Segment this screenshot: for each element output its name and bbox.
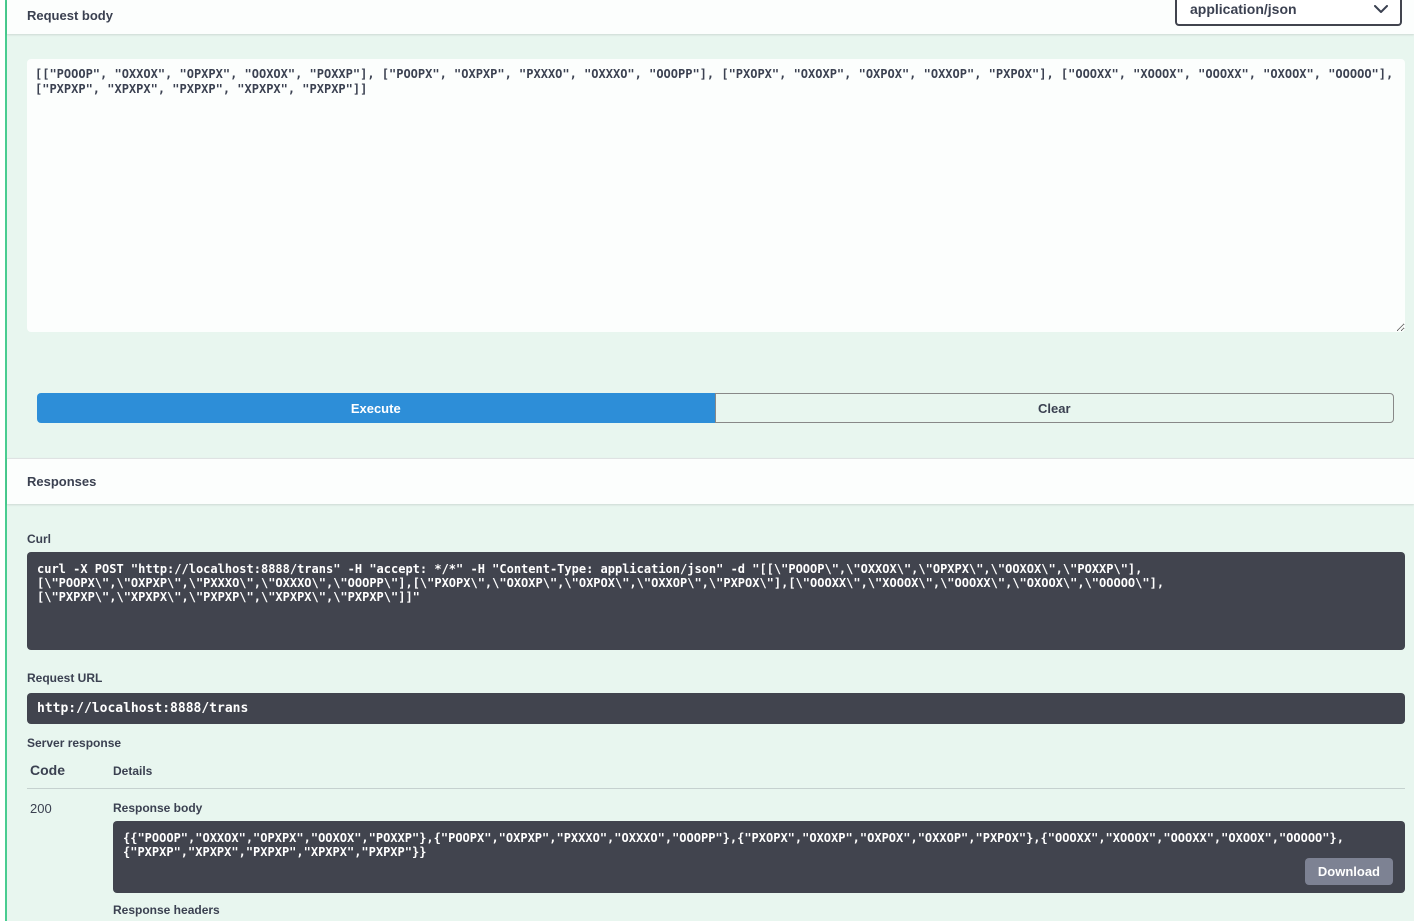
execute-button-group: Execute Clear [37, 393, 1394, 423]
response-row: 200 Response body {{"POOOP","OXXOX","OPX… [27, 801, 1405, 917]
request-body-content: [["POOOP", "OXXOX", "OPXPX", "OOXOX", "P… [7, 34, 1414, 458]
request-body-textarea[interactable]: [["POOOP", "OXXOX", "OPXPX", "OOXOX", "P… [27, 59, 1405, 332]
response-body-block: {{"POOOP","OXXOX","OPXPX","OOXOX","POXXP… [113, 821, 1405, 893]
clear-button[interactable]: Clear [714, 393, 1394, 423]
curl-label: Curl [27, 532, 51, 546]
status-code: 200 [30, 801, 52, 816]
response-table-header: Code Details [27, 762, 1405, 789]
responses-section-header: Responses [7, 458, 1414, 504]
download-button[interactable]: Download [1304, 858, 1393, 885]
curl-command-text: curl -X POST "http://localhost:8888/tran… [37, 562, 1165, 604]
request-body-title: Request body [27, 7, 113, 23]
response-detail-cell: Response body {{"POOOP","OXXOX","OPXPX",… [113, 801, 1405, 917]
post-operation-block: Request body application/json [["POOOP",… [5, 0, 1414, 921]
curl-command-block: curl -X POST "http://localhost:8888/tran… [27, 552, 1405, 650]
request-body-section-header: Request body application/json [7, 0, 1414, 34]
request-url-block: http://localhost:8888/trans [27, 693, 1405, 724]
details-column-header: Details [113, 764, 153, 778]
execute-button[interactable]: Execute [37, 393, 715, 423]
response-headers-label: Response headers [113, 903, 220, 917]
content-type-select[interactable]: application/json [1175, 0, 1402, 26]
code-column-header: Code [30, 762, 65, 778]
content-type-selected-value: application/json [1190, 1, 1297, 17]
responses-title: Responses [27, 474, 97, 489]
server-response-label: Server response [27, 736, 122, 750]
request-url-value: http://localhost:8888/trans [37, 701, 249, 716]
request-url-label: Request URL [27, 671, 103, 685]
responses-content: Curl curl -X POST "http://localhost:8888… [7, 504, 1414, 917]
chevron-down-icon [1374, 5, 1388, 13]
response-body-text: {{"POOOP","OXXOX","OPXPX","OOXOX","POXXP… [123, 831, 1344, 859]
response-body-label: Response body [113, 801, 203, 815]
